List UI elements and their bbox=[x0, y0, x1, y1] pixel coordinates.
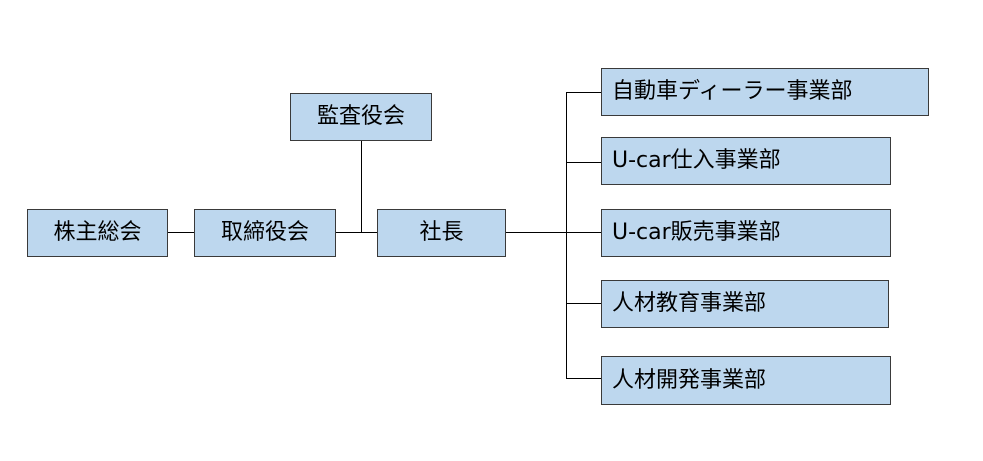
board-of-directors-label: 取締役会 bbox=[220, 220, 309, 245]
dept-ucar-sales-box: U-car販売事業部 bbox=[601, 209, 891, 257]
dept-ucar-sales-label: U-car販売事業部 bbox=[612, 220, 781, 245]
dept-ucar-purchase-box: U-car仕入事業部 bbox=[601, 137, 891, 185]
president-label: 社長 bbox=[419, 220, 464, 245]
dept-hr-development-label: 人材開発事業部 bbox=[612, 367, 767, 393]
dept-dealer-label: 自動車ディーラー事業部 bbox=[612, 79, 853, 104]
board-of-auditors-box: 監査役会 bbox=[290, 93, 432, 141]
shareholders-meeting-box: 株主総会 bbox=[27, 209, 168, 257]
dept-hr-development-box: 人材開発事業部 bbox=[601, 356, 891, 405]
shareholders-meeting-label: 株主総会 bbox=[53, 220, 142, 245]
dept-ucar-purchase-label: U-car仕入事業部 bbox=[612, 148, 781, 173]
president-box: 社長 bbox=[377, 209, 506, 257]
board-of-directors-box: 取締役会 bbox=[194, 209, 336, 257]
board-of-auditors-label: 監査役会 bbox=[316, 104, 405, 129]
dept-hr-education-box: 人材教育事業部 bbox=[601, 280, 889, 328]
dept-hr-education-label: 人材教育事業部 bbox=[612, 291, 767, 316]
dept-dealer-box: 自動車ディーラー事業部 bbox=[601, 68, 929, 116]
